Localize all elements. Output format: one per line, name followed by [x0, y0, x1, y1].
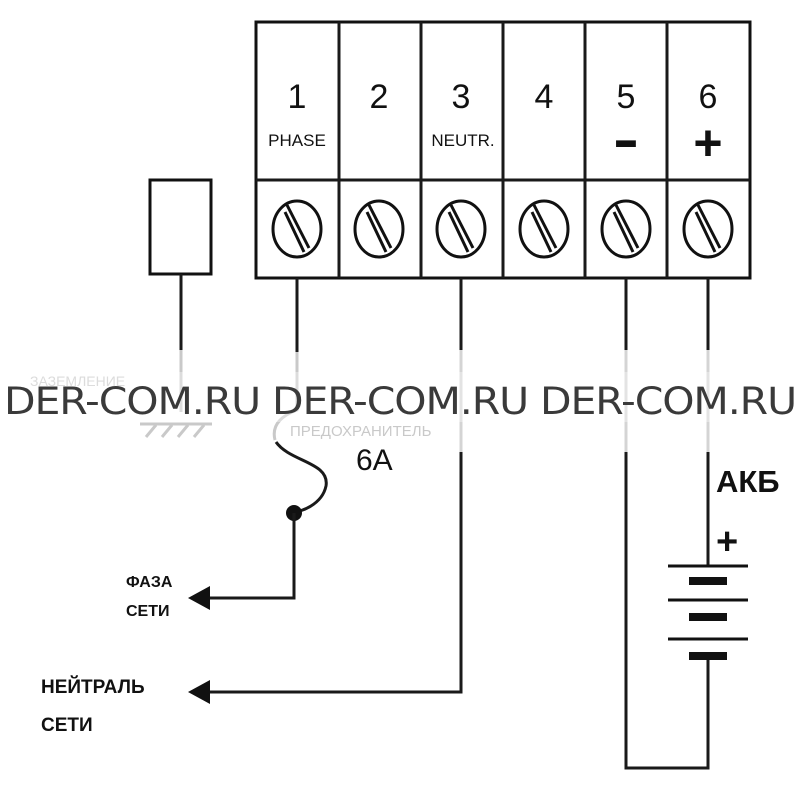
- ground-box: [148, 178, 213, 276]
- screw-icon: [271, 199, 323, 259]
- terminal-1-label: PHASE: [268, 131, 326, 150]
- terminal-5-sign: -: [613, 107, 639, 170]
- phase-wire: ПРЕДОХРАНИТЕЛЬ 6A: [188, 278, 432, 610]
- fuse-rating: 6A: [356, 444, 393, 477]
- screw-icon: [353, 199, 405, 259]
- ground-symbol: ЗАЗЕМЛЕНИЕ: [30, 178, 213, 438]
- watermark: DER-COM.RU DER-COM.RU DER-COM.RU: [4, 380, 796, 423]
- screw-icon: [600, 199, 652, 259]
- terminal-1-number: 1: [288, 78, 307, 116]
- phase-label-line2: СЕТИ: [126, 603, 170, 620]
- terminal-6-sign: +: [693, 115, 722, 171]
- terminal-5-number: 5: [617, 78, 636, 116]
- screw-icon: [518, 199, 570, 259]
- neutral-wire: [188, 278, 463, 704]
- phase-label-line1: ФАЗА: [126, 574, 173, 591]
- neutral-label-group: НЕЙТРАЛЬ СЕТИ: [41, 676, 145, 736]
- arrow-left-icon: [188, 586, 210, 610]
- terminal-2-number: 2: [370, 78, 389, 116]
- phase-label-group: ФАЗА СЕТИ: [126, 574, 173, 620]
- arrow-left-icon: [188, 680, 210, 704]
- screw-icon: [682, 199, 734, 259]
- terminal-4-number: 4: [535, 78, 554, 116]
- terminal-block: 1 2 3 4 5 6 PHASE NEUTR. - +: [254, 20, 752, 280]
- terminal-6-number: 6: [699, 78, 718, 116]
- battery-plus-label: +: [716, 521, 738, 563]
- battery-label: АКБ: [716, 464, 780, 499]
- battery-circuit: АКБ +: [624, 278, 780, 770]
- ground-label: ЗАЗЕМЛЕНИЕ: [30, 373, 125, 389]
- terminal-3-label: NEUTR.: [431, 131, 494, 150]
- screw-icon: [435, 199, 487, 259]
- neutral-label-line2: СЕТИ: [41, 715, 93, 736]
- neutral-label-line1: НЕЙТРАЛЬ: [41, 676, 145, 698]
- battery-icon: [668, 564, 748, 660]
- fuse-label: ПРЕДОХРАНИТЕЛЬ: [290, 423, 432, 440]
- terminal-3-number: 3: [452, 78, 471, 116]
